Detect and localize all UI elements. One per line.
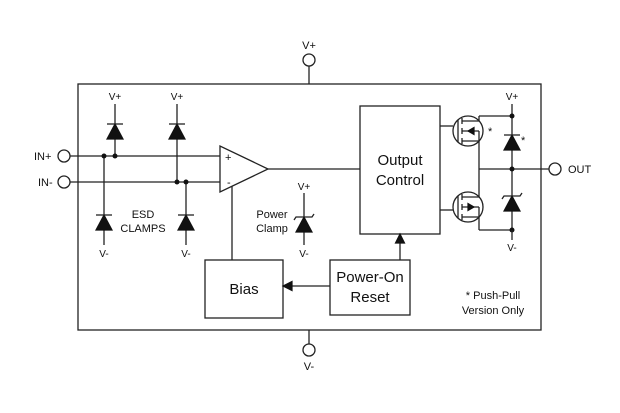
vminus-supply-label: V-	[304, 361, 315, 373]
out-label: OUT	[568, 164, 592, 176]
esd-diode-bottom-left: V-	[95, 156, 113, 260]
bias-block	[204, 259, 284, 319]
out-pin: OUT	[548, 162, 592, 176]
comparator-minus-label: -	[227, 177, 231, 189]
in-minus-label: IN-	[38, 177, 53, 189]
output-control-block	[359, 105, 441, 235]
output-control-label-line1: Output	[377, 152, 423, 169]
esd-vminus-label-2: V-	[181, 249, 190, 260]
in-minus-pin: IN-	[38, 175, 71, 189]
output-diode-asterisk: *	[521, 135, 526, 147]
output-diode-top: V+	[503, 92, 521, 151]
bias-label: Bias	[229, 281, 258, 298]
esd-vplus-label-1: V+	[109, 92, 122, 103]
esd-clamps-label-line2: CLAMPS	[120, 223, 165, 235]
pmos-transistor	[452, 115, 484, 169]
push-pull-note-line2: Version Only	[462, 305, 525, 317]
output-vminus-label: V-	[507, 243, 516, 254]
vminus-supply-pin: V-	[302, 330, 316, 373]
nmos-transistor	[452, 169, 484, 230]
esd-clamps-label-line1: ESD	[132, 209, 155, 221]
power-clamp-label-line2: Clamp	[256, 223, 288, 235]
comparator: + -	[219, 144, 270, 194]
comparator-plus-label: +	[225, 152, 231, 164]
output-vplus-label: V+	[506, 92, 519, 103]
power-clamp-vminus-label: V-	[299, 249, 308, 260]
in-plus-label: IN+	[34, 151, 51, 163]
power-clamp: V+ V-	[293, 182, 315, 260]
power-on-reset-label-line1: Power-On	[336, 269, 404, 286]
esd-vminus-label-1: V-	[99, 249, 108, 260]
vplus-supply-pin: V+	[302, 40, 316, 84]
esd-diode-bottom-right: V-	[177, 182, 195, 260]
esd-diode-top-left: V+	[106, 92, 124, 156]
push-pull-note-line1: * Push-Pull	[466, 290, 520, 302]
pmos-asterisk: *	[488, 126, 493, 138]
esd-vplus-label-2: V+	[171, 92, 184, 103]
output-diode-bottom: V-	[501, 192, 523, 254]
power-on-reset-label-line2: Reset	[350, 289, 390, 306]
in-plus-pin: IN+	[34, 149, 71, 163]
vplus-supply-label: V+	[302, 40, 316, 52]
power-clamp-label-line1: Power	[256, 209, 288, 221]
esd-diode-top-right: V+	[168, 92, 186, 182]
power-clamp-vplus-label: V+	[298, 182, 311, 193]
power-on-reset-block	[329, 259, 411, 316]
output-control-label-line2: Control	[376, 172, 424, 189]
